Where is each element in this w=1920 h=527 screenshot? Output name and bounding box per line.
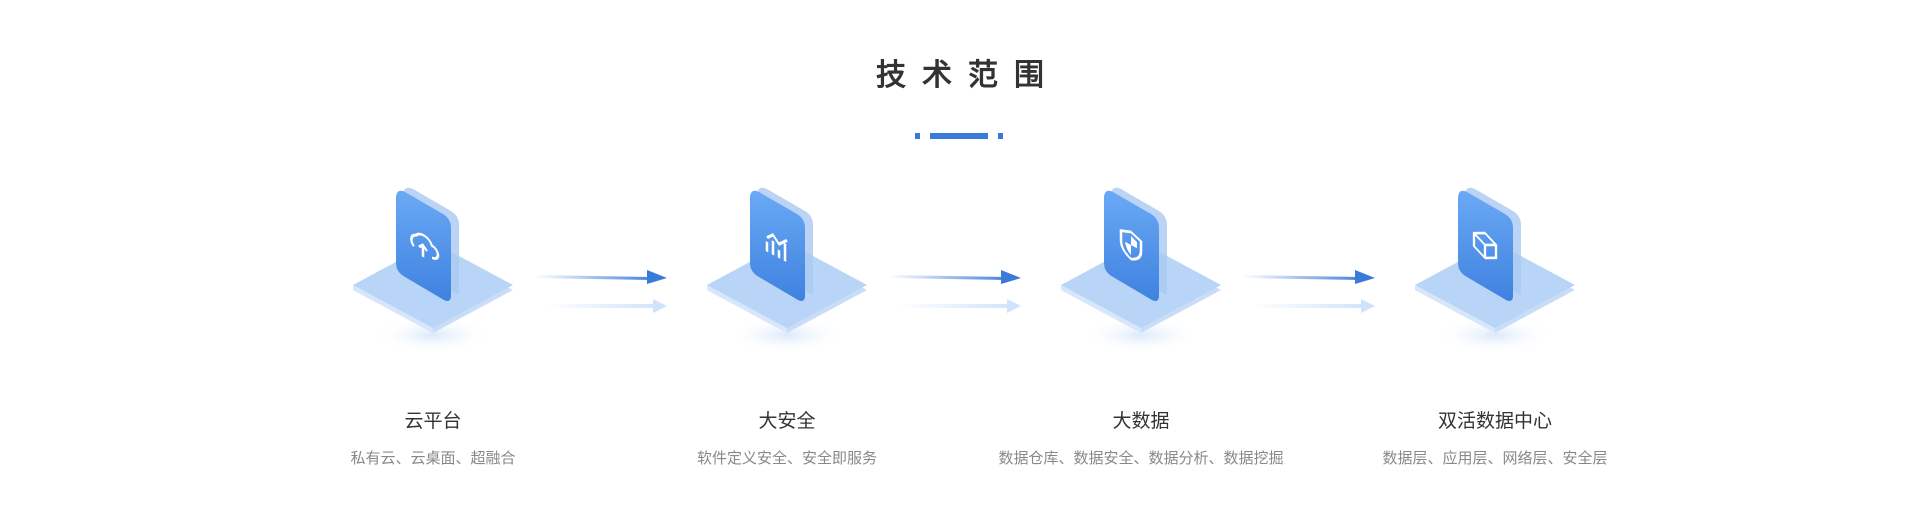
tech-item: 双活数据中心 数据层、应用层、网络层、安全层 — [1315, 185, 1675, 468]
title-divider — [998, 133, 1003, 139]
tech-item: 云平台 私有云、云桌面、超融合 — [253, 185, 613, 468]
flow-arrow — [535, 270, 667, 313]
item-label: 大数据 — [1112, 410, 1170, 432]
isometric-illustration — [707, 187, 867, 353]
section-title: 技术范围 — [876, 58, 1060, 93]
isometric-illustration — [1415, 187, 1575, 353]
item-description: 软件定义安全、安全即服务 — [696, 449, 877, 467]
item-description: 私有云、云桌面、超融合 — [350, 449, 516, 467]
cube-icon — [1472, 231, 1498, 260]
flow-arrow — [889, 270, 1021, 313]
item-label: 双活数据中心 — [1437, 410, 1552, 432]
item-label: 云平台 — [404, 410, 462, 432]
isometric-illustration — [353, 187, 513, 353]
item-label: 大安全 — [758, 410, 816, 432]
cloud-upload-icon — [410, 232, 440, 260]
isometric-illustration — [1061, 187, 1221, 353]
shield-icon — [1119, 229, 1143, 261]
tech-item: 大安全 软件定义安全、安全即服务 — [607, 185, 967, 468]
title-divider — [930, 133, 988, 139]
item-description: 数据层、应用层、网络层、安全层 — [1382, 449, 1608, 467]
tech-item: 大数据 数据仓库、数据安全、数据分析、数据挖掘 — [961, 185, 1321, 468]
chart-icon — [765, 233, 788, 262]
flow-arrow — [1243, 270, 1375, 313]
item-description: 数据仓库、数据安全、数据分析、数据挖掘 — [998, 449, 1284, 467]
title-divider — [915, 133, 920, 139]
